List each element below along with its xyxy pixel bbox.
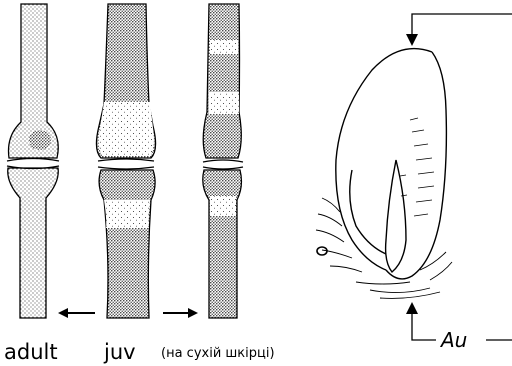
phalanx-adult (7, 4, 59, 318)
label-note: (на сухій шкірці) (161, 347, 275, 360)
bracket-arrow-top (406, 14, 512, 46)
label-juv: juv (104, 342, 136, 363)
phalanx-intermediate (203, 4, 243, 318)
phalanx-juv (96, 4, 155, 318)
ear-illustration (316, 49, 452, 299)
label-adult: adult (4, 342, 58, 363)
arrow-right (163, 308, 198, 318)
arrow-left (58, 308, 95, 318)
label-au: Au (441, 330, 467, 350)
